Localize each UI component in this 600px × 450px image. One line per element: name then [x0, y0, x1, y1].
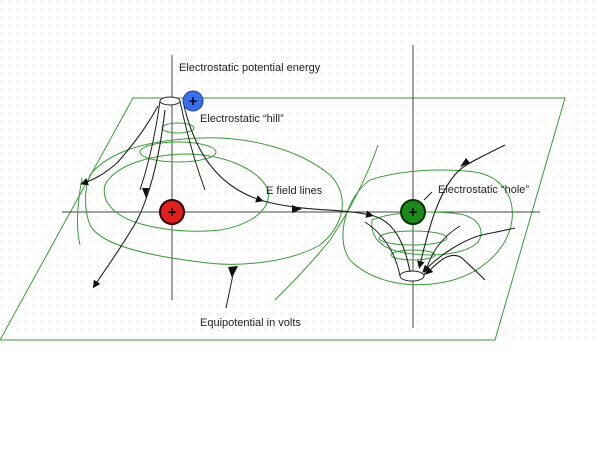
- field-line-left-lower: [92, 109, 166, 289]
- dotted-background: [0, 0, 600, 345]
- field-line-left-upper: [80, 105, 159, 186]
- arrowhead-right-upper: [460, 158, 470, 167]
- field-lines: [80, 105, 516, 289]
- arrowhead-field-main: [292, 205, 302, 213]
- arrowhead-left-lower: [142, 188, 149, 198]
- field-line-right-bottom: [425, 254, 486, 281]
- hill-funnel: [139, 96, 206, 191]
- arrowheads: [142, 158, 470, 278]
- positive-source-charge-sign: +: [167, 205, 177, 219]
- field-line-right-lower: [422, 227, 516, 273]
- positive-test-charge-sign: +: [188, 94, 198, 108]
- label-hill: Electrostatic “hill”: [200, 113, 284, 125]
- positive-test-charge: +: [182, 90, 204, 112]
- negative-source-charge: +: [400, 199, 426, 225]
- pointer-equipotential: [225, 269, 235, 309]
- positive-source-charge: +: [159, 199, 185, 225]
- label-equipotential: Equipotential in volts: [200, 317, 301, 329]
- field-line-main: [183, 105, 411, 273]
- negative-source-charge-sign: +: [408, 205, 418, 219]
- label-field-lines: E field lines: [266, 185, 323, 197]
- label-hole: Electrostatic “hole”: [438, 184, 529, 196]
- potential-plane-outline: [0, 97, 566, 341]
- field-line-right-upper: [417, 144, 506, 269]
- pointer-hole: [423, 191, 433, 201]
- label-potential-energy: Electrostatic potential energy: [179, 62, 321, 74]
- label-pointers: [225, 191, 433, 309]
- arrowhead-equipotential: [228, 266, 238, 278]
